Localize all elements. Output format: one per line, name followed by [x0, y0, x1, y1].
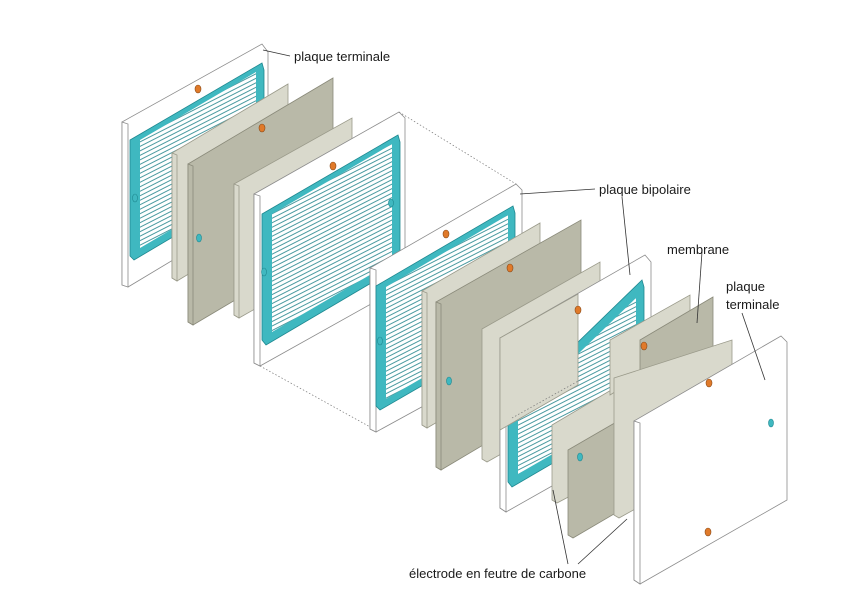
port-icon — [132, 193, 138, 203]
label-bipolar-plate: plaque bipolaire — [599, 182, 691, 197]
label-membrane: membrane — [667, 242, 729, 257]
port-icon — [768, 418, 774, 428]
port-icon — [574, 305, 582, 315]
bipolar-plate-left — [253, 111, 517, 429]
end-plate-right — [633, 335, 788, 585]
port-icon — [196, 233, 202, 243]
leader-lines — [262, 49, 766, 565]
port-icon — [261, 267, 267, 277]
port-icon — [442, 229, 450, 239]
port-icon — [506, 263, 514, 273]
labels: plaque terminale plaque bipolaire membra… — [294, 49, 779, 581]
port-icon — [377, 336, 383, 346]
label-carbon-felt-electrode: électrode en feutre de carbone — [409, 566, 586, 581]
label-end-plate-right-2: terminale — [726, 297, 779, 312]
bipolar-plate-cutaway — [499, 254, 652, 513]
port-icon — [194, 84, 202, 94]
port-icon — [388, 198, 394, 208]
port-icon — [329, 161, 337, 171]
label-end-plate-right-1: plaque — [726, 279, 765, 294]
port-icon — [640, 341, 648, 351]
label-end-plate-top: plaque terminale — [294, 49, 390, 64]
port-icon — [577, 452, 583, 462]
port-icon — [446, 376, 452, 386]
port-icon — [258, 123, 266, 133]
port-icon — [704, 527, 712, 537]
port-icon — [705, 378, 713, 388]
